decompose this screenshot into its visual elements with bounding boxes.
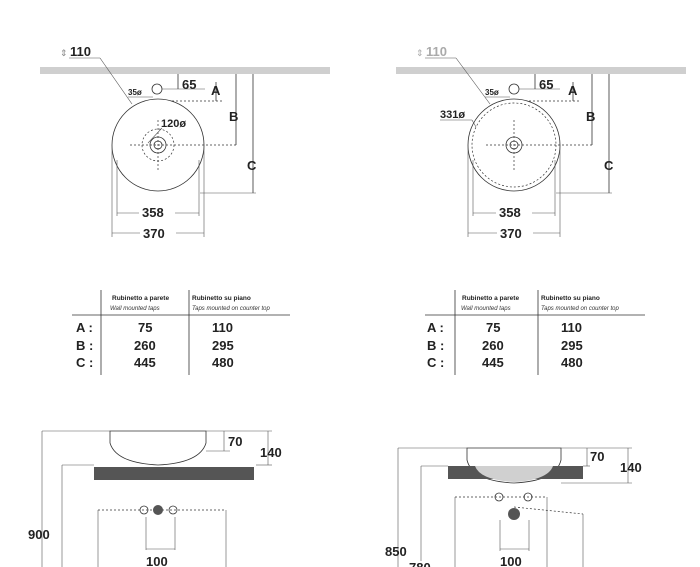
cell: 295 [212,338,234,353]
total-height: 140 [260,445,282,460]
cell: 260 [482,338,504,353]
dim-b: B [586,109,595,124]
cell: 260 [134,338,156,353]
valve-icon [523,492,533,502]
waste-spacing: 100 [500,554,522,567]
plan-view-left: ⇕ 110 35ø 65 120ø A B C 358 [40,44,330,241]
arrow-icon: ⇕ [416,48,424,58]
col-sub-counter: Taps mounted on counter top [192,306,270,312]
col-header-counter: Rubinetto su piano [192,295,251,302]
tap-hole [151,83,163,95]
inner-width: 358 [142,205,164,220]
depth-dim: 110 [426,44,447,59]
tap-offset: 65 [182,77,196,92]
cell: 445 [134,355,156,370]
dim-b: B [229,109,238,124]
drain-dia: 120ø [161,118,186,130]
depth-dim: 110 [70,44,91,59]
waste-spacing: 100 [146,554,168,567]
countertop [94,467,254,480]
dim-c: C [247,158,257,173]
row-label: A : [427,320,444,335]
tap-hole [508,83,520,95]
col-header-counter: Rubinetto su piano [541,295,600,302]
dimension-table-left: Rubinetto a parete Wall mounted taps Rub… [72,290,290,375]
rim-height: 70 [590,449,604,464]
col-sub-wall: Wall mounted taps [110,306,160,312]
waste-icon [153,505,163,515]
col-header-wall: Rubinetto a parete [462,295,519,302]
cell: 75 [138,320,152,335]
outer-width: 370 [500,226,522,241]
outer-width: 370 [143,226,165,241]
valve-icon [494,492,504,502]
row-label: C : [427,355,444,370]
floor-height: 850 [385,544,407,559]
cell: 445 [482,355,504,370]
counter-height: 780 [409,560,431,567]
cell: 480 [561,355,583,370]
basin-dia: 331ø [440,109,465,121]
wall-right [396,67,686,74]
plan-view-right: ⇕ 110 35ø 65 331ø A B C 358 3 [396,44,686,241]
rim-height: 70 [228,434,242,449]
tap-offset: 65 [539,77,553,92]
col-header-wall: Rubinetto a parete [112,295,169,302]
col-sub-wall: Wall mounted taps [461,306,511,312]
basin-side [109,430,207,466]
dimension-table-right: Rubinetto a parete Wall mounted taps Rub… [425,290,645,375]
wall-left [40,67,330,74]
dim-c: C [604,158,614,173]
row-label: B : [427,338,444,353]
waste-icon [508,508,520,520]
tap-hole-label: 35ø [128,88,142,97]
cell: 295 [561,338,583,353]
col-sub-counter: Taps mounted on counter top [541,306,619,312]
inner-width: 358 [499,205,521,220]
cell: 110 [561,320,582,335]
floor-height: 900 [28,527,50,542]
elevation-view-left: 900 70 140 100 [28,430,282,567]
cell: 110 [212,320,233,335]
cell: 480 [212,355,234,370]
row-label: B : [76,338,93,353]
cell: 75 [486,320,500,335]
valve-icon [139,505,149,515]
valve-icon [168,505,178,515]
arrow-icon: ⇕ [60,48,68,58]
row-label: C : [76,355,93,370]
elevation-view-right: 850 780 70 140 100 [385,447,642,567]
dim-a: A [211,83,221,98]
dim-a: A [568,83,578,98]
tap-hole-label: 35ø [485,88,499,97]
row-label: A : [76,320,93,335]
total-height: 140 [620,460,642,475]
